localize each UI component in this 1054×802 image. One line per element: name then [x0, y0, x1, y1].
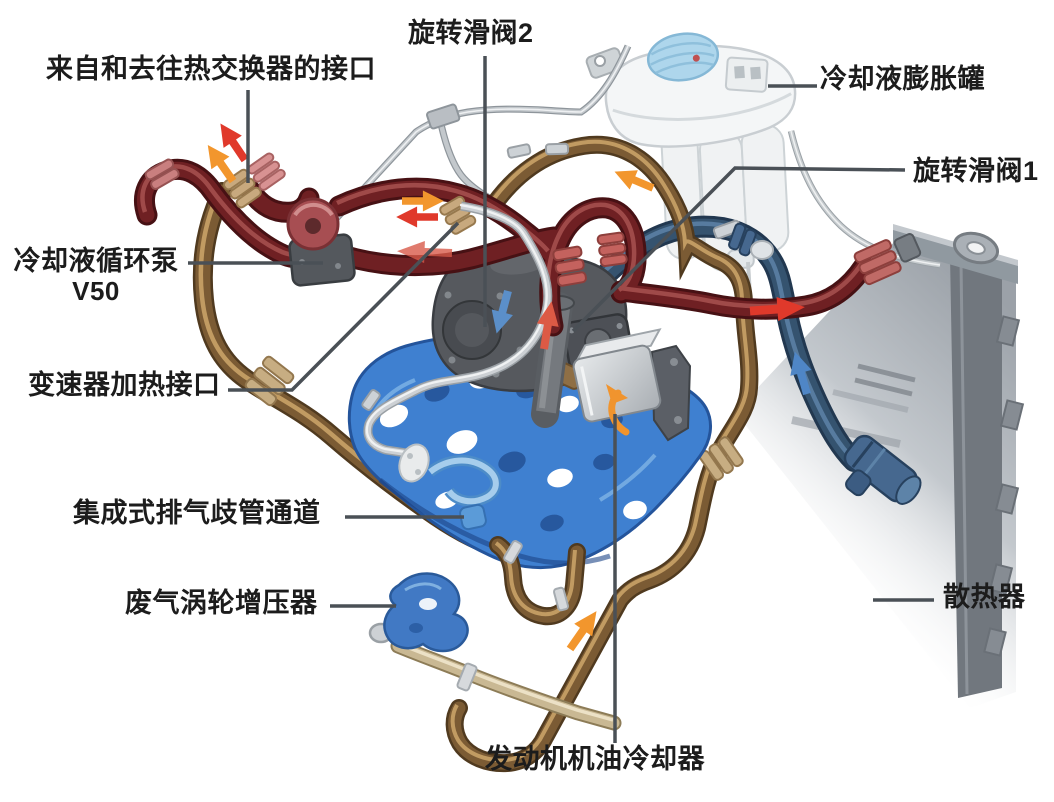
flow-arrows: [198, 117, 818, 656]
leader-lines: [188, 56, 934, 743]
label-transmission-heating-port: 变速器加热接口: [28, 370, 221, 400]
radiator-bottom-fitting: [843, 434, 922, 505]
label-engine-oil-cooler: 发动机机油冷却器: [485, 744, 705, 774]
silver-pipe-graphic: [361, 205, 548, 483]
radiator-top-coupling: [853, 233, 922, 286]
label-coolant-expansion-tank: 冷却液膨胀罐: [820, 64, 985, 94]
warm-flow-curved-arrow-icon: [606, 384, 630, 436]
hot-return-arrow-icon: [396, 206, 438, 228]
cold-coolant-hose-graphic: [572, 220, 922, 505]
label-coolant-pump-line2: V50: [72, 276, 120, 307]
label-heat-exchanger-ports: 来自和去往热交换器的接口: [46, 54, 376, 84]
pink-cap-fitting: [247, 152, 286, 191]
brown-hoses-graphic: [201, 142, 750, 763]
label-exhaust-turbocharger: 废气涡轮增压器: [125, 588, 318, 618]
turbocharger-graphic: [368, 572, 469, 653]
oil-cooler-graphic: [572, 328, 692, 442]
hot-coolant-hoses-graphic: [142, 158, 922, 326]
label-rotary-slide-valve-2: 旋转滑阀2: [408, 18, 534, 48]
leader-transmission-port: [228, 221, 460, 392]
label-coolant-pump-line1: 冷却液循环泵: [13, 246, 179, 276]
brown-u-hose-graphic: [496, 540, 577, 616]
label-radiator: 散热器: [943, 582, 1026, 612]
label-rotary-slide-valve-1: 旋转滑阀1: [913, 156, 1039, 186]
coolant-pump-graphic: [286, 197, 356, 287]
leader-rotary-valve-1: [571, 166, 906, 333]
label-exhaust-manifold-passage: 集成式排气歧管通道: [73, 498, 321, 528]
label-coolant-circulation-pump: 冷却液循环泵 V50: [8, 246, 184, 307]
gray-pipes-graphic: [333, 46, 940, 266]
tan-pipe-graphic: [397, 643, 614, 723]
